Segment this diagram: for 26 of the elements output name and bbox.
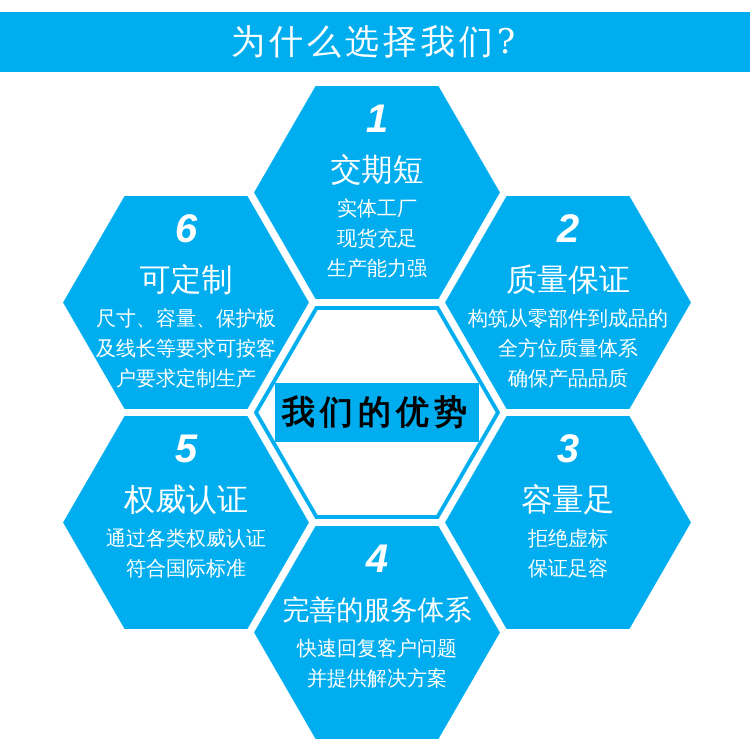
tile-description: 实体工厂 [337, 196, 417, 222]
tile-description: 保证足容 [528, 556, 608, 582]
tile-description: 拒绝虚标 [528, 526, 608, 552]
tile-heading: 质量保证 [506, 260, 630, 298]
step-number: 1 [366, 96, 388, 142]
step-number: 3 [556, 426, 580, 472]
tile-heading: 交期短 [330, 150, 424, 188]
tile-description: 符合国际标准 [126, 556, 246, 582]
tile-description: 通过各类权威认证 [106, 526, 266, 552]
step-number: 5 [174, 426, 198, 472]
tile-description: 确保产品品质 [508, 366, 628, 392]
title-banner: 为什么选择我们? [0, 12, 750, 72]
tile-description: 生产能力强 [327, 256, 427, 282]
tile-description: 快速回复客户问题并提供解决方案 [296, 636, 458, 692]
tile-heading: 容量足 [522, 480, 614, 518]
tile-heading: 可定制 [140, 260, 232, 298]
step-number: 6 [174, 206, 198, 252]
hexagon-tile [254, 86, 500, 298]
tile-description: 尺寸、容量、保护板及线长等要求可按客户要求定制生产 [95, 306, 277, 392]
center-label-banner: 我们的优势 [275, 382, 479, 442]
tile-description: 现货充足 [337, 226, 417, 252]
tile-description: 构筑从零部件到成品的全方位质量体系 [467, 306, 669, 362]
step-number: 4 [366, 536, 388, 582]
step-number: 2 [556, 206, 580, 252]
tile-heading: 权威认证 [124, 480, 248, 518]
tile-heading: 完善的服务体系 [282, 594, 472, 626]
